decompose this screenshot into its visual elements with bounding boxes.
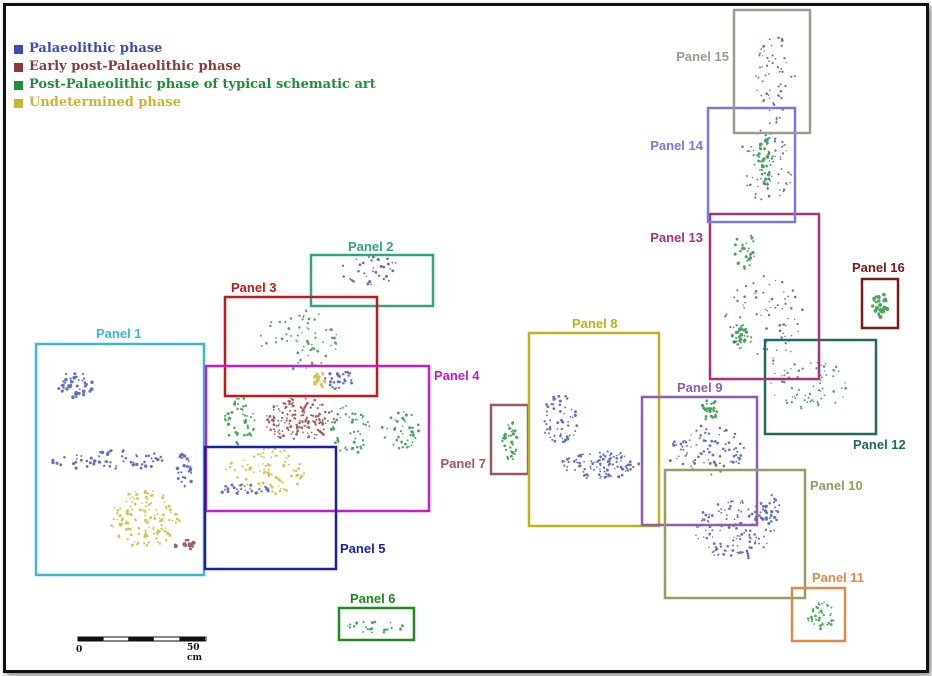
panel-box-2 bbox=[309, 253, 435, 308]
panel-label-15: Panel 15 bbox=[676, 49, 729, 64]
panel-box-4 bbox=[204, 364, 431, 513]
scale-bar-graphic bbox=[77, 636, 207, 642]
panel-label-3: Panel 3 bbox=[231, 280, 277, 295]
motif-cluster bbox=[341, 255, 397, 286]
panel-box-6 bbox=[337, 606, 416, 642]
motif-cluster bbox=[173, 538, 196, 551]
motif-cluster bbox=[312, 371, 327, 389]
legend-item-palaeolithic: Palaeolithic phase bbox=[14, 40, 376, 58]
motif-cluster bbox=[700, 399, 719, 421]
panel-label-7: Panel 7 bbox=[440, 456, 486, 471]
legend: Palaeolithic phase Early post-Palaeolith… bbox=[14, 40, 376, 112]
panel-box-1 bbox=[34, 342, 206, 577]
motif-cluster bbox=[225, 445, 306, 496]
motif-cluster bbox=[260, 309, 338, 371]
motif-cluster bbox=[770, 362, 847, 410]
legend-swatch bbox=[14, 62, 23, 72]
motif-cluster bbox=[223, 397, 256, 446]
motif-cluster bbox=[175, 452, 193, 488]
motif-cluster bbox=[329, 404, 371, 454]
motif-cluster bbox=[741, 129, 793, 201]
motif-cluster bbox=[668, 424, 745, 476]
panel-label-11: Panel 11 bbox=[812, 570, 864, 585]
motif-cluster bbox=[266, 397, 336, 440]
panel-box-14 bbox=[706, 106, 797, 224]
panel-label-14: Panel 14 bbox=[650, 138, 704, 153]
legend-label: Palaeolithic phase bbox=[29, 41, 163, 56]
panel-box-8 bbox=[527, 331, 661, 528]
panel-box-11 bbox=[790, 586, 847, 643]
panel-box-16 bbox=[860, 277, 900, 330]
panel-label-16: Panel 16 bbox=[852, 260, 905, 275]
legend-item-undetermined: Undetermined phase bbox=[14, 94, 376, 112]
panel-label-1: Panel 1 bbox=[96, 326, 142, 341]
panel-box-10 bbox=[663, 468, 807, 600]
legend-item-early-post-palaeolithic: Early post-Palaeolithic phase bbox=[14, 58, 376, 76]
panel-labels: Panel 1 Panel 2 Panel 3 Panel 4 Panel 5 Panel… bbox=[96, 49, 906, 606]
motif-cluster bbox=[733, 234, 756, 270]
motif-cluster bbox=[756, 137, 774, 184]
panel-label-10: Panel 10 bbox=[810, 478, 863, 493]
panel-box-13 bbox=[708, 212, 821, 381]
scale-start-label: 0 bbox=[76, 645, 83, 655]
panel-box-15 bbox=[732, 8, 812, 135]
motif-cluster bbox=[347, 620, 404, 634]
legend-swatch bbox=[14, 44, 23, 54]
panel-label-9: Panel 9 bbox=[677, 380, 723, 395]
motif-cluster bbox=[724, 275, 804, 365]
motif-cluster bbox=[380, 410, 421, 450]
legend-swatch bbox=[14, 98, 23, 108]
panel-box-5 bbox=[203, 445, 338, 571]
panel-label-4: Panel 4 bbox=[434, 368, 480, 383]
motif-cluster bbox=[806, 601, 835, 631]
motif-cluster bbox=[501, 421, 519, 461]
motif-cluster bbox=[51, 449, 164, 470]
panel-boxes bbox=[34, 8, 900, 643]
motif-cluster bbox=[561, 450, 641, 480]
panel-box-9 bbox=[640, 395, 759, 527]
panel-box-3 bbox=[223, 295, 379, 398]
panel-box-12 bbox=[763, 338, 878, 436]
scale-end-label: 50 cm bbox=[187, 643, 203, 663]
legend-label: Undetermined phase bbox=[29, 95, 181, 110]
panel-label-5: Panel 5 bbox=[340, 541, 386, 556]
motif-cluster bbox=[730, 324, 749, 346]
panel-label-13: Panel 13 bbox=[650, 230, 703, 245]
motif-cluster bbox=[759, 494, 781, 526]
panel-label-8: Panel 8 bbox=[572, 316, 618, 331]
motif-layer bbox=[51, 36, 890, 634]
panel-box-7 bbox=[489, 403, 530, 476]
panel-label-2: Panel 2 bbox=[348, 239, 394, 254]
figure-frame bbox=[3, 3, 929, 673]
motif-cluster bbox=[871, 292, 890, 320]
legend-swatch bbox=[14, 80, 23, 90]
motif-cluster bbox=[220, 483, 270, 495]
motif-cluster bbox=[323, 370, 354, 391]
legend-label: Post-Palaeolithic phase of typical schem… bbox=[29, 77, 376, 92]
legend-item-schematic-art: Post-Palaeolithic phase of typical schem… bbox=[14, 76, 376, 94]
panel-label-6: Panel 6 bbox=[350, 591, 396, 606]
motif-cluster bbox=[543, 394, 579, 444]
panel-label-12: Panel 12 bbox=[853, 437, 906, 452]
motif-cluster bbox=[695, 499, 776, 560]
motif-cluster bbox=[110, 490, 181, 547]
motif-cluster bbox=[57, 372, 94, 399]
motif-cluster bbox=[755, 36, 796, 125]
legend-label: Early post-Palaeolithic phase bbox=[29, 59, 242, 74]
